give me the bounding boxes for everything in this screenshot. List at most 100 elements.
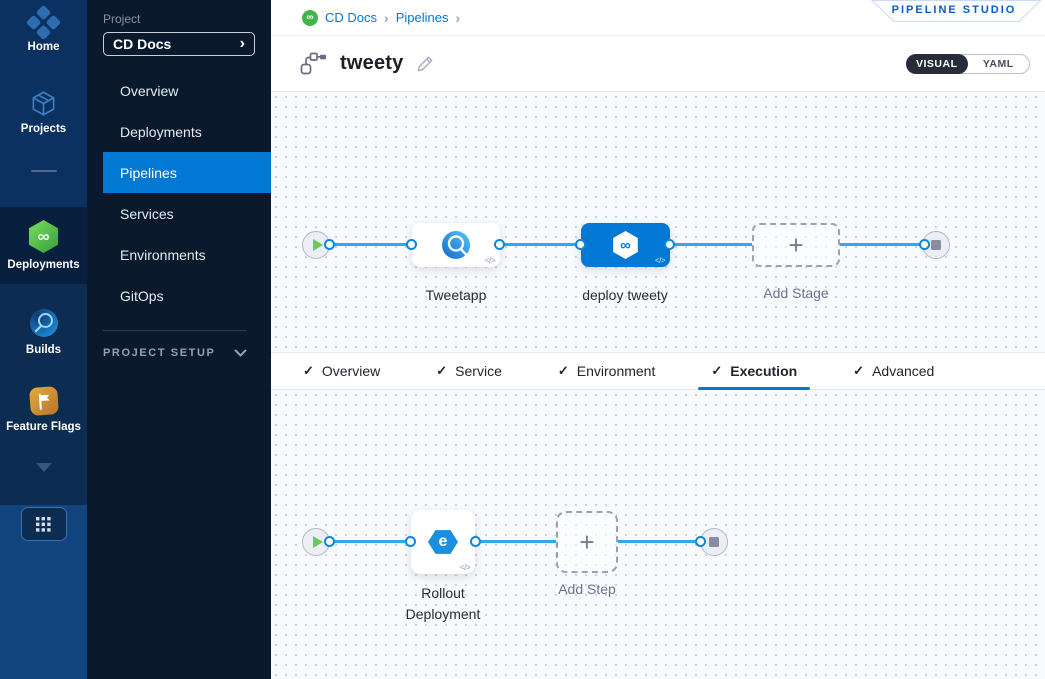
add-step-button[interactable]: + bbox=[556, 511, 618, 573]
edit-pencil-icon[interactable] bbox=[416, 54, 435, 73]
stop-icon bbox=[931, 240, 941, 250]
link-connector[interactable] bbox=[324, 239, 335, 250]
stage-link bbox=[840, 243, 925, 246]
tab-label: Service bbox=[455, 363, 502, 379]
add-stage-label: Add Stage bbox=[763, 285, 828, 301]
home-icon bbox=[26, 5, 61, 40]
step-link bbox=[618, 540, 701, 543]
link-connector[interactable] bbox=[695, 536, 706, 547]
code-glyph: </> bbox=[485, 256, 495, 265]
play-icon bbox=[313, 536, 323, 548]
module-grid-button[interactable] bbox=[21, 507, 67, 541]
stage-node-deploy-tweety[interactable]: ∞ </> bbox=[581, 223, 670, 267]
step-node-rollout-deployment[interactable]: e </> bbox=[411, 510, 475, 574]
stage-link bbox=[670, 243, 752, 246]
stage-canvas[interactable]: </> ∞ </> + Tweetapp deploy tweety Add S… bbox=[271, 92, 1045, 352]
toggle-option-yaml[interactable]: YAML bbox=[968, 55, 1030, 73]
sidebar-item-environments[interactable]: Environments bbox=[103, 234, 271, 275]
visual-yaml-toggle: VISUAL YAML bbox=[906, 54, 1030, 74]
stop-icon bbox=[709, 537, 719, 547]
sidebar-item-services[interactable]: Services bbox=[103, 193, 271, 234]
step-link bbox=[476, 540, 556, 543]
check-icon: ✓ bbox=[303, 363, 314, 379]
rail-item-feature-flags[interactable]: Feature Flags bbox=[0, 387, 87, 434]
tab-service[interactable]: ✓ Service bbox=[436, 353, 502, 389]
rail-item-label: Feature Flags bbox=[6, 421, 81, 434]
build-stage-icon bbox=[441, 230, 471, 260]
tab-environment[interactable]: ✓ Environment bbox=[558, 353, 656, 389]
check-icon: ✓ bbox=[853, 363, 864, 379]
stage-node-tweetapp[interactable]: </> bbox=[412, 223, 500, 267]
tab-advanced[interactable]: ✓ Advanced bbox=[853, 353, 934, 389]
tab-label: Overview bbox=[322, 363, 380, 379]
pipeline-studio-badge-label: PIPELINE STUDIO bbox=[867, 0, 1041, 22]
project-setup-toggle[interactable]: PROJECT SETUP bbox=[103, 347, 247, 359]
grid-icon bbox=[36, 517, 51, 532]
link-connector[interactable] bbox=[405, 536, 416, 547]
link-connector[interactable] bbox=[919, 239, 930, 250]
code-glyph: </> bbox=[655, 256, 665, 265]
rail-item-label: Projects bbox=[21, 123, 66, 136]
project-nav-list: Overview Deployments Pipelines Services … bbox=[103, 70, 271, 316]
chevron-right-icon: › bbox=[455, 10, 460, 26]
project-sidebar: Project CD Docs › Overview Deployments P… bbox=[87, 0, 271, 679]
chevron-right-icon: › bbox=[240, 36, 245, 52]
tab-label: Advanced bbox=[872, 363, 934, 379]
feature-flags-icon bbox=[29, 386, 59, 416]
rail-item-builds[interactable]: Builds bbox=[0, 308, 87, 357]
project-selector[interactable]: CD Docs › bbox=[103, 32, 255, 56]
cd-module-icon: ∞ bbox=[302, 10, 318, 26]
builds-icon bbox=[29, 308, 59, 338]
tab-overview[interactable]: ✓ Overview bbox=[303, 353, 380, 389]
step-label: RolloutDeployment bbox=[388, 583, 498, 625]
code-glyph: </> bbox=[460, 563, 470, 572]
link-connector[interactable] bbox=[406, 239, 417, 250]
sidebar-item-gitops[interactable]: GitOps bbox=[103, 275, 271, 316]
stage-link bbox=[500, 243, 581, 246]
link-connector[interactable] bbox=[664, 239, 675, 250]
rail-item-home[interactable]: Home bbox=[0, 10, 87, 54]
execution-canvas[interactable]: e </> + RolloutDeployment Add Step bbox=[271, 390, 1045, 679]
check-icon: ✓ bbox=[558, 363, 569, 379]
sidebar-item-pipelines[interactable]: Pipelines bbox=[103, 152, 271, 193]
project-section-label: Project bbox=[103, 12, 271, 26]
link-connector[interactable] bbox=[324, 536, 335, 547]
pipeline-name: tweety bbox=[340, 52, 403, 75]
rail-section-bottom bbox=[0, 505, 87, 679]
plus-icon: + bbox=[788, 230, 803, 261]
add-stage-button[interactable]: + bbox=[752, 223, 840, 267]
tab-execution[interactable]: ✓ Execution bbox=[711, 353, 797, 389]
chevron-right-icon: › bbox=[384, 10, 389, 26]
sidebar-divider bbox=[103, 330, 247, 331]
stage-label: Tweetapp bbox=[426, 287, 487, 303]
tab-label: Environment bbox=[577, 363, 656, 379]
project-selector-value: CD Docs bbox=[113, 36, 171, 52]
plus-icon: + bbox=[579, 527, 594, 558]
rail-item-label: Home bbox=[28, 41, 60, 54]
chevron-down-icon bbox=[234, 349, 247, 357]
pipeline-icon bbox=[300, 52, 327, 75]
breadcrumb-pipelines-link[interactable]: Pipelines bbox=[396, 10, 449, 25]
link-connector[interactable] bbox=[470, 536, 481, 547]
play-icon bbox=[313, 239, 323, 251]
toggle-option-visual[interactable]: VISUAL bbox=[906, 54, 968, 74]
link-connector[interactable] bbox=[494, 239, 505, 250]
rail-collapse-caret-icon[interactable] bbox=[36, 463, 52, 472]
sidebar-item-overview[interactable]: Overview bbox=[103, 70, 271, 111]
link-connector[interactable] bbox=[575, 239, 586, 250]
rail-item-label: Deployments bbox=[7, 259, 79, 272]
breadcrumb-project-link[interactable]: CD Docs bbox=[325, 10, 377, 25]
stage-config-tabs: ✓ Overview ✓ Service ✓ Environment ✓ Exe… bbox=[271, 352, 1045, 390]
rail-item-projects[interactable]: Projects bbox=[0, 90, 87, 136]
check-icon: ✓ bbox=[436, 363, 447, 379]
deploy-stage-icon: ∞ bbox=[612, 231, 640, 259]
rail-item-deployments[interactable]: ∞ Deployments bbox=[0, 220, 87, 272]
rail-section-deployments-active: ∞ Deployments bbox=[0, 207, 87, 284]
rail-section-modules: Builds Feature Flags bbox=[0, 284, 87, 505]
pipeline-title-bar: tweety VISUAL YAML bbox=[271, 36, 1045, 92]
check-icon: ✓ bbox=[711, 363, 722, 379]
module-rail: Home Projects ∞ Deployments bbox=[0, 0, 87, 679]
tab-label: Execution bbox=[730, 363, 797, 379]
sidebar-item-deployments[interactable]: Deployments bbox=[103, 111, 271, 152]
